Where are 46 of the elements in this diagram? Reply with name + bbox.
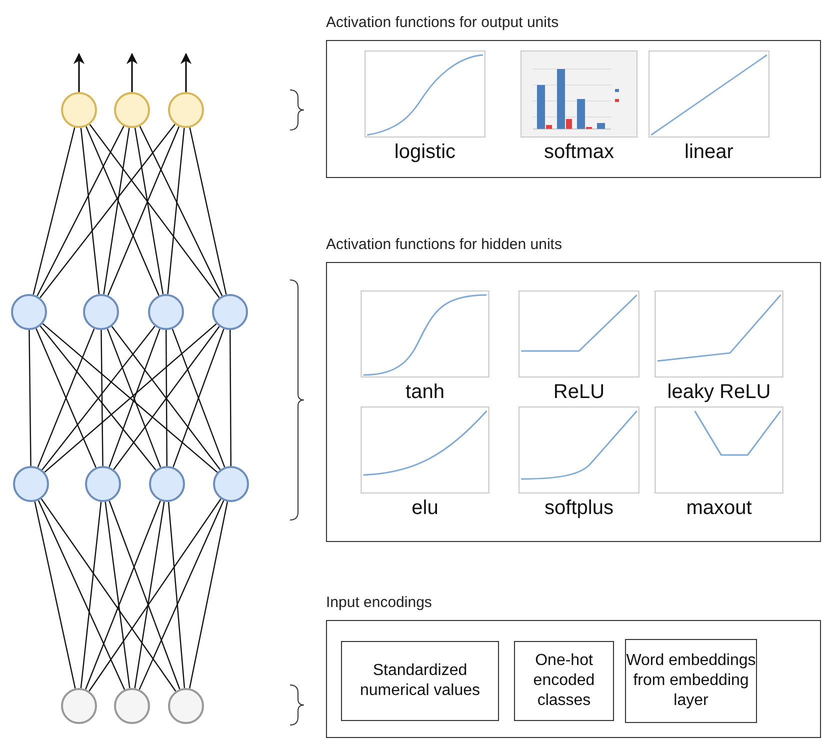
connection-line xyxy=(167,128,185,294)
arrow xyxy=(73,52,85,92)
connection-line xyxy=(100,330,104,466)
connection-line xyxy=(168,502,186,688)
connection-line xyxy=(108,500,180,690)
connection-line xyxy=(230,330,232,466)
arrow xyxy=(180,52,192,92)
panel-heading: Input encodings xyxy=(326,594,432,612)
arrow xyxy=(126,52,138,92)
connection-line xyxy=(166,330,168,466)
function-label: ReLU xyxy=(553,381,605,403)
function-label: tanh xyxy=(406,381,444,403)
function-label: maxout xyxy=(686,497,752,519)
encoding-box: Word embeddings from embedding layer xyxy=(625,639,757,723)
connection-line xyxy=(134,128,164,294)
function-label: linear xyxy=(684,141,734,163)
connection-line xyxy=(139,126,223,296)
connection-line xyxy=(134,502,165,688)
encoding-box: One-hot encoded classes xyxy=(514,641,614,721)
connection-line xyxy=(86,126,160,296)
connection-line xyxy=(89,124,220,298)
connection-line xyxy=(189,127,227,295)
connection-line xyxy=(138,500,224,690)
connection-line xyxy=(103,128,130,294)
connection-line xyxy=(107,126,180,296)
connection-line xyxy=(104,502,130,688)
connection-line xyxy=(85,500,161,690)
connection-line xyxy=(80,128,100,294)
connection-line xyxy=(40,498,176,692)
function-label: leaky ReLU xyxy=(667,381,771,403)
function-label: softmax xyxy=(544,141,614,163)
panel-heading: Activation functions for output units xyxy=(326,14,559,32)
connection-line xyxy=(32,127,76,295)
connection-line xyxy=(28,330,32,466)
connection-line xyxy=(34,501,76,689)
connection-line xyxy=(40,124,176,298)
connection-line xyxy=(188,502,228,688)
connection-line xyxy=(36,126,124,296)
encoding-box: Standardized numerical values xyxy=(341,641,499,721)
function-label: softplus xyxy=(544,497,614,519)
connection-line xyxy=(88,498,222,692)
function-label: logistic xyxy=(394,141,456,163)
connection-line xyxy=(38,500,126,690)
connection-line xyxy=(80,502,102,688)
function-label: elu xyxy=(412,497,438,519)
panel-heading: Activation functions for hidden units xyxy=(326,236,562,254)
